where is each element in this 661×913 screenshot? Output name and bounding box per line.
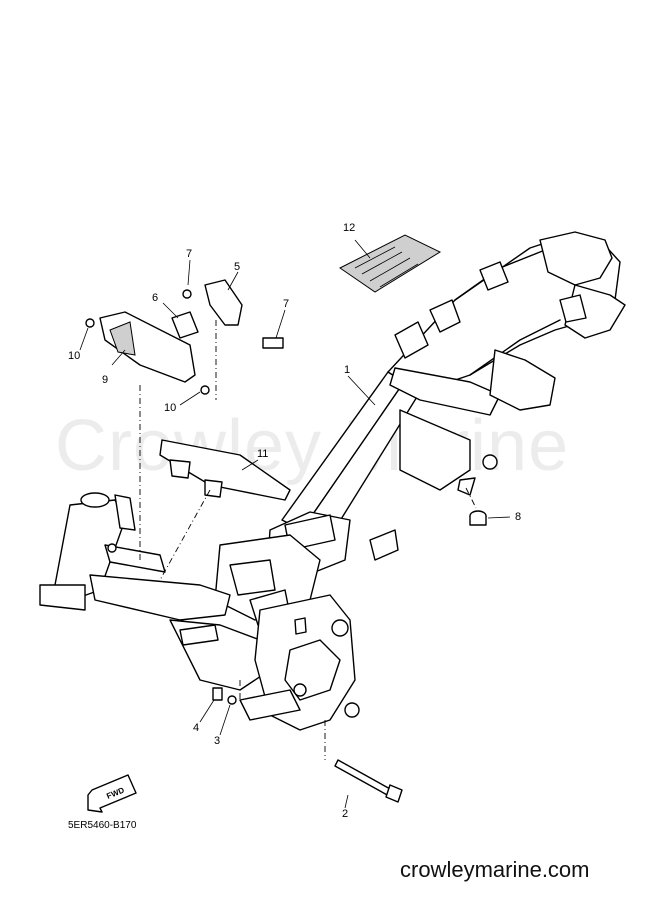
- cover-plate-part: [85, 311, 210, 395]
- callout-9: 9: [102, 374, 109, 386]
- callout-6: 6: [152, 292, 159, 304]
- callout-4: 4: [193, 722, 200, 734]
- callout-7-right: 7: [283, 298, 290, 310]
- callout-10-lower: 10: [164, 402, 177, 414]
- bracket-assembly: [171, 279, 284, 349]
- rubber-pad-part: [339, 234, 442, 293]
- fasteners: [212, 687, 403, 803]
- watermark-text: Crowley Marine: [55, 406, 570, 486]
- fwd-arrow-icon: FWD: [87, 774, 137, 813]
- diagram-code: 5ER5460-B170: [68, 820, 137, 831]
- callout-8: 8: [515, 511, 522, 523]
- footer-url: crowleymarine.com: [400, 857, 590, 882]
- assembly-lines: [139, 320, 477, 760]
- callout-5: 5: [234, 261, 241, 273]
- callout-10-left: 10: [68, 350, 81, 362]
- grommet-part: [469, 510, 487, 526]
- callout-7-upper: 7: [186, 248, 193, 260]
- callout-3: 3: [214, 735, 221, 747]
- leader-lines: [79, 239, 511, 809]
- callout-11: 11: [257, 448, 269, 460]
- callout-1: 1: [344, 364, 351, 376]
- callout-12: 12: [343, 222, 356, 234]
- callout-2: 2: [342, 808, 349, 820]
- guard-plate-part: [159, 439, 291, 501]
- main-frame: [39, 231, 626, 731]
